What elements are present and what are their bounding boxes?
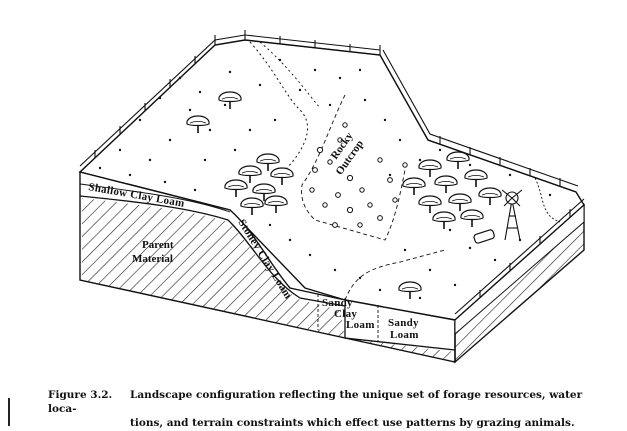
- label-sandy-clay-loam-line1: Sandy: [322, 297, 353, 309]
- soil-boundary-line: [79, 195, 456, 351]
- label-parent-material: Parent Material: [132, 239, 176, 265]
- label-sandy-clay-loam-line3: Loam: [346, 319, 375, 331]
- label-sandy-loam-line1: Sandy: [388, 317, 419, 329]
- label-sandy-loam: Sandy Loam: [388, 317, 422, 341]
- label-sandy-clay-loam: Sandy Clay Loam: [322, 297, 375, 331]
- water-tank-icon: [473, 229, 495, 244]
- rocky-boundary-dashed: [301, 94, 406, 241]
- caption-line-2: tions, and terrain constraints which eff…: [130, 417, 575, 429]
- windmill-icon: [501, 189, 523, 241]
- label-sandy-clay-loam-line2: Clay: [334, 308, 357, 320]
- top-band-line: [79, 183, 231, 213]
- margin-mark: [8, 398, 10, 426]
- figure-caption: Figure 3.2.Landscape configuration refle…: [48, 388, 608, 430]
- label-parent-material-line2: Material: [132, 253, 173, 265]
- drainage-dotted-line-2: [259, 41, 321, 109]
- parent-material-hatch: [82, 198, 455, 362]
- sandy-boundary-dashed: [344, 249, 446, 301]
- drainage-dotted-line: [249, 41, 308, 171]
- fence-icon: [79, 30, 585, 321]
- caption-line-1: Landscape configuration reflecting the u…: [48, 389, 583, 415]
- label-parent-material-line1: Parent: [142, 239, 174, 251]
- creek-right: [534, 177, 561, 223]
- figure-number: Figure 3.2.: [48, 389, 113, 401]
- rock-icon: [309, 122, 413, 228]
- grass-tuft-icon: [98, 58, 552, 300]
- label-sandy-loam-line2: Loam: [390, 329, 419, 341]
